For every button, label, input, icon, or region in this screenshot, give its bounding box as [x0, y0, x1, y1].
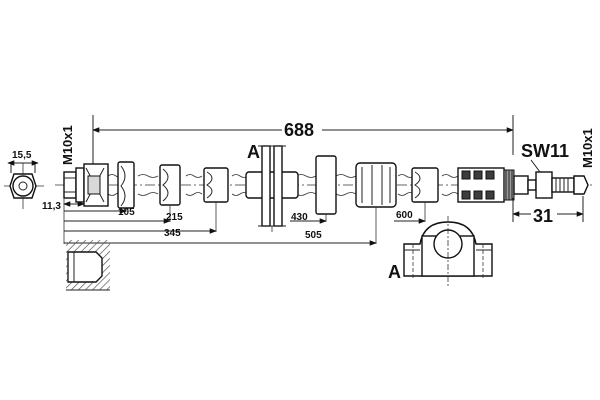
section-label-detail: A — [388, 262, 401, 282]
dim-345-label: 345 — [164, 228, 181, 239]
end-diameter-label: 15,5 — [12, 150, 32, 161]
end-view: 15,5 — [4, 150, 44, 209]
end-fitting-length-label: 31 — [533, 206, 553, 226]
section-label-main: A — [247, 142, 260, 162]
fitting-section-detail — [66, 240, 110, 291]
dim-11-3-label: 11,3 — [42, 201, 61, 212]
thread-left-label: M10x1 — [60, 125, 75, 165]
chain-dimensions: 11,3 105 215 345 430 505 600 — [42, 198, 426, 246]
dim-430-label: 430 — [291, 212, 308, 223]
hose-sleeves — [117, 161, 439, 209]
dim-215-label: 215 — [166, 212, 183, 223]
detail-a-view: A — [388, 216, 493, 288]
wrench-size-label: SW11 — [521, 141, 569, 161]
overall-length-label: 688 — [284, 120, 314, 140]
thread-right-label: M10x1 — [580, 128, 595, 168]
bracket-a: A — [245, 142, 299, 227]
end-fitting-dimension: 31 — [512, 196, 584, 226]
left-fitting — [63, 163, 109, 207]
right-fitting — [457, 159, 589, 203]
dim-105-label: 105 — [118, 207, 135, 218]
overall-length-dimension: 688 — [92, 115, 514, 168]
hose-grommet — [315, 155, 337, 215]
dim-600-label: 600 — [396, 210, 413, 221]
dim-505-label: 505 — [305, 230, 322, 241]
